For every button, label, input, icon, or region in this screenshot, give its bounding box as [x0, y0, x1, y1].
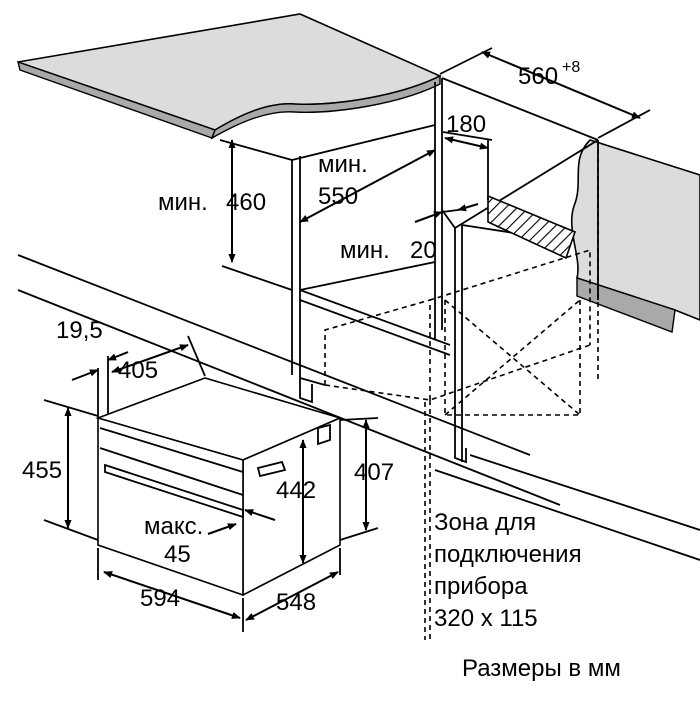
connection-zone-line4: 320 x 115: [434, 605, 538, 632]
vent-opening: [487, 140, 577, 260]
connection-zone-line3: прибора: [434, 573, 528, 600]
floor-lines: [17, 254, 700, 561]
dim-max-label: макс.: [144, 513, 203, 540]
worktop-right: [570, 139, 700, 333]
units-note: Размеры в мм: [462, 655, 621, 682]
dim-min-depth-prefix: мин.: [318, 151, 368, 178]
dim-niche-height: 442: [276, 477, 316, 504]
worktop-slab: [17, 13, 442, 140]
connection-zone-line1: Зона для: [434, 509, 536, 536]
hidden-outline: [324, 140, 599, 640]
dim-min-gap: 20: [410, 237, 437, 264]
dim-top-depth: 405: [118, 357, 158, 384]
dim-overall-height: 455: [22, 457, 62, 484]
dim-front-offset: 19,5: [56, 317, 103, 344]
connection-zone-line2: подключения: [434, 541, 582, 568]
dim-overall-width: 594: [140, 585, 180, 612]
dim-body-height: 407: [354, 459, 394, 486]
dimension-lines: [43, 47, 651, 632]
dimension-labels: 560 +8 180 мин. 460 мин. 550 мин. 20 19,…: [22, 59, 580, 616]
dim-max-value: 45: [164, 541, 191, 568]
dim-cabinet-width-tolerance: +8: [562, 59, 580, 76]
dim-vent-depth: 180: [446, 111, 486, 138]
dim-cabinet-width: 560: [518, 63, 558, 90]
connection-zone-note: Зона для подключения прибора 320 x 115: [434, 509, 582, 632]
dim-min-depth: 550: [318, 183, 358, 210]
dim-min-height-prefix: мин.: [158, 189, 208, 216]
dim-min-height: 460: [226, 189, 266, 216]
dim-min-gap-prefix: мин.: [340, 237, 390, 264]
dim-body-depth: 548: [276, 589, 316, 616]
oven-appliance: [95, 377, 343, 597]
